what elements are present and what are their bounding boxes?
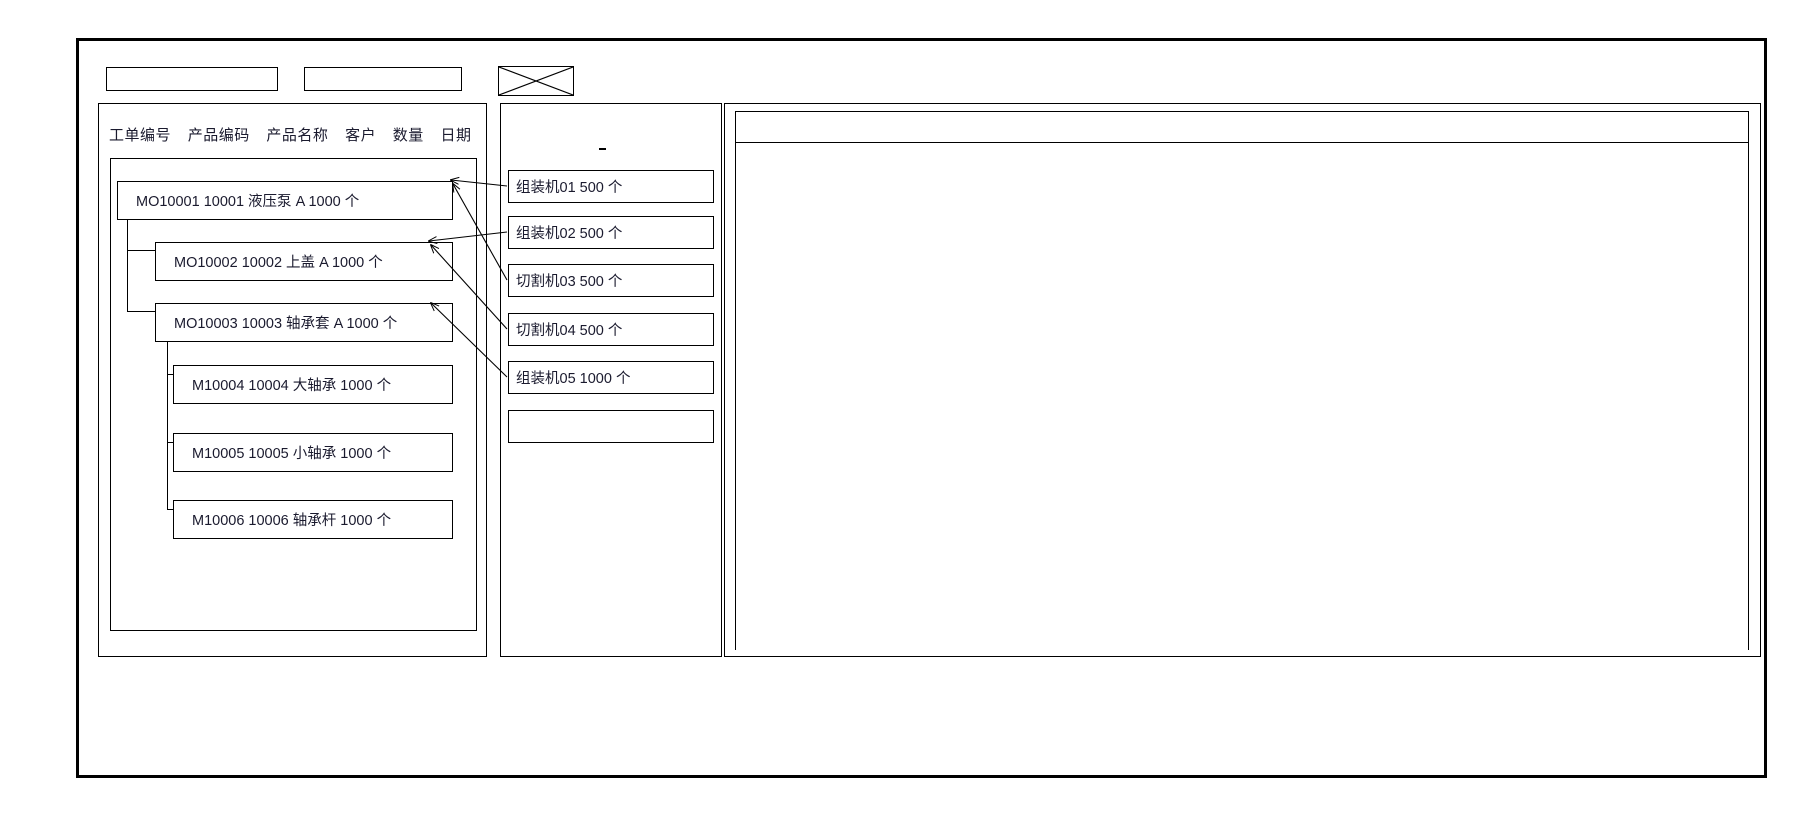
tree-row-label: M10005 10005 小轴承 1000 个 <box>192 446 392 462</box>
machine-box-zuzhuangji05[interactable]: 组装机05 1000 个 <box>508 361 714 394</box>
machine-box-label: 组装机02 500 个 <box>516 226 623 242</box>
machine-box-label: 组装机01 500 个 <box>516 180 623 196</box>
tree-row-label: M10004 10004 大轴承 1000 个 <box>192 378 392 394</box>
work-order-tree: MO10001 10001 液压泵 A 1000 个 MO10002 10002… <box>110 158 477 631</box>
grid-left-edge <box>735 111 736 650</box>
tree-row-m10006[interactable]: M10006 10006 轴承杆 1000 个 <box>173 500 453 539</box>
tree-row-m10005[interactable]: M10005 10005 小轴承 1000 个 <box>173 433 453 472</box>
toolbar-field-2[interactable] <box>304 67 462 91</box>
machine-box-qiegeji04[interactable]: 切割机04 500 个 <box>508 313 714 346</box>
machine-box-label: 组装机05 1000 个 <box>516 371 631 387</box>
tree-row-m10004[interactable]: M10004 10004 大轴承 1000 个 <box>173 365 453 404</box>
grid-header-rule <box>735 142 1749 143</box>
tree-connector-2 <box>127 220 155 312</box>
machine-box-zuzhuangji01[interactable]: 组装机01 500 个 <box>508 170 714 203</box>
tree-row-label: MO10001 10001 液压泵 A 1000 个 <box>136 194 360 210</box>
column-header-row: 工单编号 产品编码 产品名称 客户 数量 日期 <box>109 124 483 145</box>
machine-box-label: 切割机03 500 个 <box>516 274 623 290</box>
application-window: 工单编号 产品编码 产品名称 客户 数量 日期 MO10001 10001 液压… <box>76 38 1767 778</box>
detail-grid <box>735 111 1749 650</box>
crossed-box-icon[interactable] <box>498 66 574 96</box>
toolbar <box>79 41 1764 101</box>
tree-row-label: MO10003 10003 轴承套 A 1000 个 <box>174 316 398 332</box>
machine-box-qiegeji03[interactable]: 切割机03 500 个 <box>508 264 714 297</box>
machine-box-label: 切割机04 500 个 <box>516 323 623 339</box>
toolbar-field-1[interactable] <box>106 67 278 91</box>
placeholder-dash-mark <box>599 148 606 150</box>
column-header-product-name: 产品名称 <box>266 127 329 144</box>
column-header-product-code: 产品编码 <box>187 127 250 144</box>
grid-top-rule <box>735 111 1749 112</box>
machine-assignment-panel: 组装机01 500 个 组装机02 500 个 切割机03 500 个 切割机0… <box>500 103 722 657</box>
tree-row-mo10002[interactable]: MO10002 10002 上盖 A 1000 个 <box>155 242 453 281</box>
column-header-quantity: 数量 <box>392 127 424 144</box>
machine-box-zuzhuangji02[interactable]: 组装机02 500 个 <box>508 216 714 249</box>
work-order-panel: 工单编号 产品编码 产品名称 客户 数量 日期 MO10001 10001 液压… <box>98 103 487 657</box>
tree-row-mo10003[interactable]: MO10003 10003 轴承套 A 1000 个 <box>155 303 453 342</box>
detail-grid-panel <box>724 103 1761 657</box>
column-header-work-order-no: 工单编号 <box>109 127 172 144</box>
column-header-customer: 客户 <box>345 127 377 144</box>
machine-box-empty-slot[interactable] <box>508 410 714 443</box>
tree-row-label: M10006 10006 轴承杆 1000 个 <box>192 513 392 529</box>
tree-row-mo10001[interactable]: MO10001 10001 液压泵 A 1000 个 <box>117 181 453 220</box>
tree-row-label: MO10002 10002 上盖 A 1000 个 <box>174 255 383 271</box>
grid-right-edge <box>1748 111 1749 650</box>
column-header-date: 日期 <box>440 127 472 144</box>
